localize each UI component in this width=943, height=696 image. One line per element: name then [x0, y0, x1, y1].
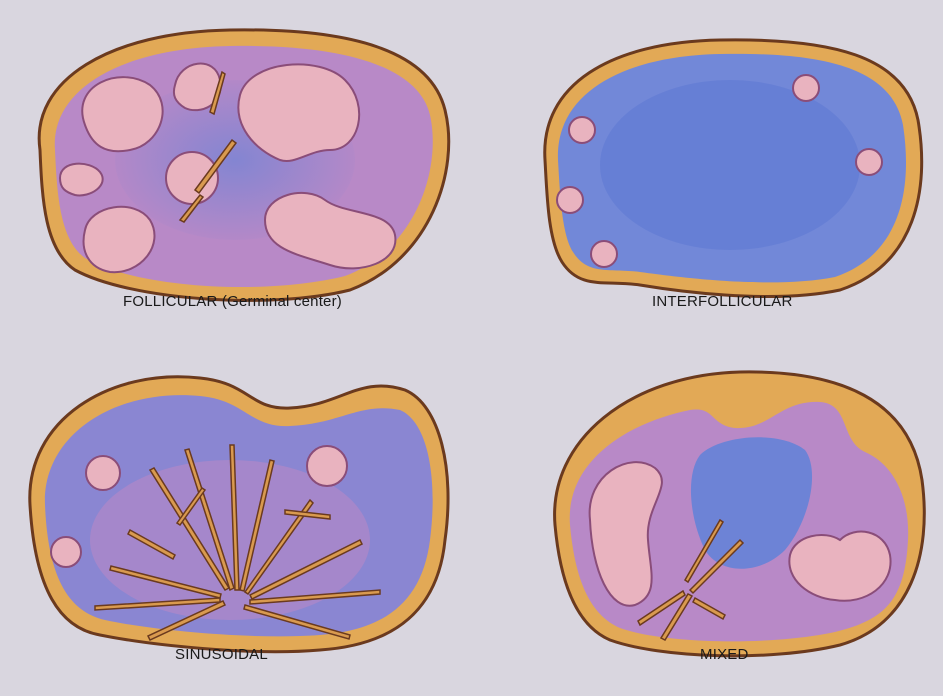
label-interfollicular: INTERFOLLICULAR [652, 293, 793, 310]
mixed-node-drawing [520, 340, 943, 696]
sinusoidal-node-drawing [0, 340, 480, 696]
follicular-node-drawing [0, 0, 480, 330]
panel-mixed: MIXED [520, 340, 943, 696]
panel-follicular: FOLLICULAR (Germinal center) [0, 0, 480, 330]
interfollicular-node-drawing [520, 0, 943, 330]
label-sinusoidal: SINUSOIDAL [175, 646, 268, 663]
panel-interfollicular: INTERFOLLICULAR [520, 0, 943, 330]
label-mixed: MIXED [700, 646, 749, 663]
panel-sinusoidal: SINUSOIDAL [0, 340, 480, 696]
label-follicular: FOLLICULAR (Germinal center) [123, 293, 342, 310]
